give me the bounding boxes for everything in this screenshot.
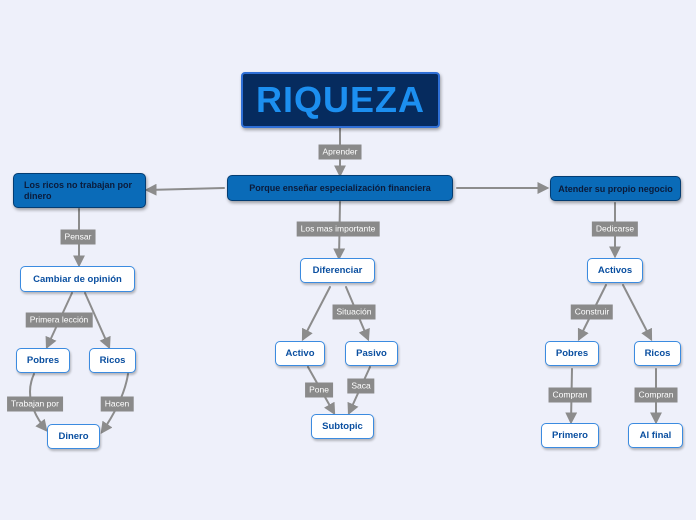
connector-cambiar-ricos — [84, 292, 111, 350]
root-topic[interactable]: RIQUEZA — [241, 72, 440, 128]
label-compran-1: Compran — [548, 387, 592, 403]
topic-left[interactable]: Los ricos no trabajan por dinero — [13, 173, 146, 208]
label-situacion: Situación — [332, 304, 376, 320]
label-hacen: Hacen — [100, 396, 134, 412]
topic-center[interactable]: Porque enseñar especialización financier… — [227, 175, 453, 201]
subtopic-pobres-left[interactable]: Pobres — [16, 348, 70, 373]
label-compran-2: Compran — [634, 387, 678, 403]
subtopic-activo[interactable]: Activo — [275, 341, 325, 366]
subtopic-diferenciar[interactable]: Diferenciar — [300, 258, 375, 283]
subtopic-dinero[interactable]: Dinero — [47, 424, 100, 449]
label-los-mas-importante: Los mas importante — [296, 221, 380, 237]
label-dedicarse: Dedicarse — [591, 221, 639, 237]
subtopic-al-final[interactable]: Al final — [628, 423, 683, 448]
subtopic-ricos-left[interactable]: Ricos — [89, 348, 136, 373]
connector-activos-ricos — [622, 284, 653, 342]
topic-right[interactable]: Atender su propio negocio — [550, 176, 681, 201]
label-construir: Construir — [570, 304, 614, 320]
subtopic-primero[interactable]: Primero — [541, 423, 599, 448]
label-saca: Saca — [347, 378, 375, 394]
label-trabajan-por: Trabajan por — [7, 396, 63, 412]
connector-diferenciar-activo — [301, 286, 331, 342]
subtopic-cambiar-opinion[interactable]: Cambiar de opinión — [20, 266, 135, 292]
label-primera-leccion: Primera lección — [25, 312, 93, 328]
subtopic-subtopic[interactable]: Subtopic — [311, 414, 374, 439]
subtopic-pobres-right[interactable]: Pobres — [545, 341, 599, 366]
subtopic-ricos-right[interactable]: Ricos — [634, 341, 681, 366]
label-pone: Pone — [305, 382, 333, 398]
label-pensar: Pensar — [60, 229, 96, 245]
subtopic-pasivo[interactable]: Pasivo — [345, 341, 398, 366]
subtopic-activos[interactable]: Activos — [587, 258, 643, 283]
label-aprender: Aprender — [318, 144, 362, 160]
connector-center-left — [144, 183, 225, 196]
